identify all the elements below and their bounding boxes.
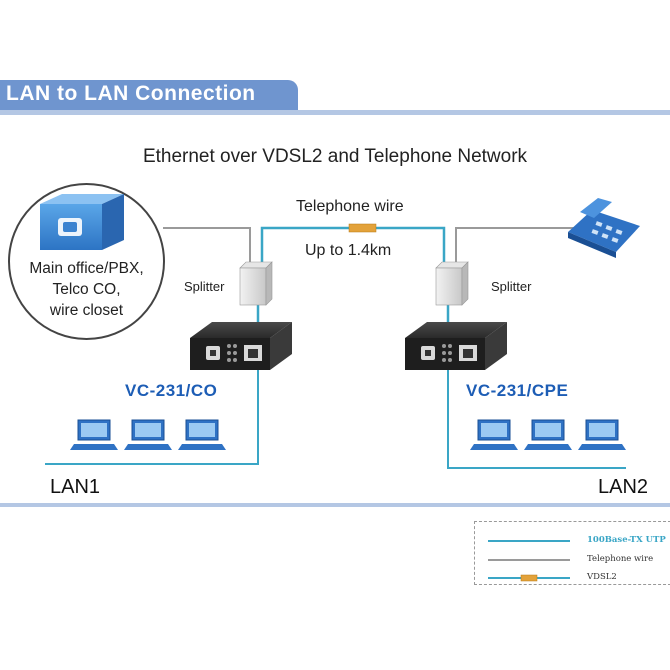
computer-icon bbox=[178, 419, 226, 450]
office-building-icon bbox=[40, 194, 124, 250]
lan-cables bbox=[45, 370, 626, 469]
legend-utp-label: 100Base-TX UTP bbox=[587, 535, 666, 545]
lan2-label: LAN2 bbox=[598, 476, 649, 498]
device-cpe-label: VC-231/CPE bbox=[466, 381, 569, 400]
telephone-icon bbox=[568, 198, 640, 258]
legend-vdsl2-label: VDSL2 bbox=[587, 572, 617, 582]
splitter-right-icon bbox=[435, 261, 469, 306]
header-bar bbox=[0, 80, 298, 110]
legend-swatches bbox=[488, 540, 570, 582]
telephone-wires bbox=[163, 227, 586, 262]
vdsl2-line bbox=[256, 226, 450, 322]
office-label-line: Telco CO, bbox=[52, 281, 121, 298]
header-divider bbox=[0, 110, 670, 115]
telephone-wire-label: Telephone wire bbox=[296, 198, 404, 215]
distance-label: Up to 1.4km bbox=[305, 242, 392, 259]
computer-icon bbox=[578, 419, 626, 450]
office-label-line: Main office/PBX, bbox=[29, 260, 144, 277]
legend-telephone-label: Telephone wire bbox=[587, 554, 654, 564]
computer-icon bbox=[470, 419, 518, 450]
lan1-label: LAN1 bbox=[50, 476, 101, 498]
legend bbox=[474, 521, 670, 585]
section-title: LAN to LAN Connection bbox=[6, 82, 256, 105]
computer-icon bbox=[524, 419, 572, 450]
device-co-icon bbox=[190, 322, 292, 370]
computers-lan2 bbox=[470, 419, 626, 450]
device-cpe-icon bbox=[405, 322, 507, 370]
legend-vdsl2-tag bbox=[520, 574, 538, 582]
diagram-title: Ethernet over VDSL2 and Telephone Networ… bbox=[142, 146, 528, 167]
vdsl2-tag bbox=[348, 223, 377, 233]
footer-divider bbox=[0, 503, 670, 507]
office-label: Main office/PBX, Telco CO, wire closet bbox=[8, 258, 165, 321]
computer-icon bbox=[70, 419, 118, 450]
splitter-right-label: Splitter bbox=[491, 279, 532, 294]
computer-icon bbox=[124, 419, 172, 450]
computers-lan1 bbox=[70, 419, 226, 450]
device-co-label: VC-231/CO bbox=[125, 381, 218, 400]
splitter-left-icon bbox=[239, 261, 273, 306]
office-label-line: wire closet bbox=[49, 302, 124, 319]
splitter-left-label: Splitter bbox=[184, 279, 225, 294]
